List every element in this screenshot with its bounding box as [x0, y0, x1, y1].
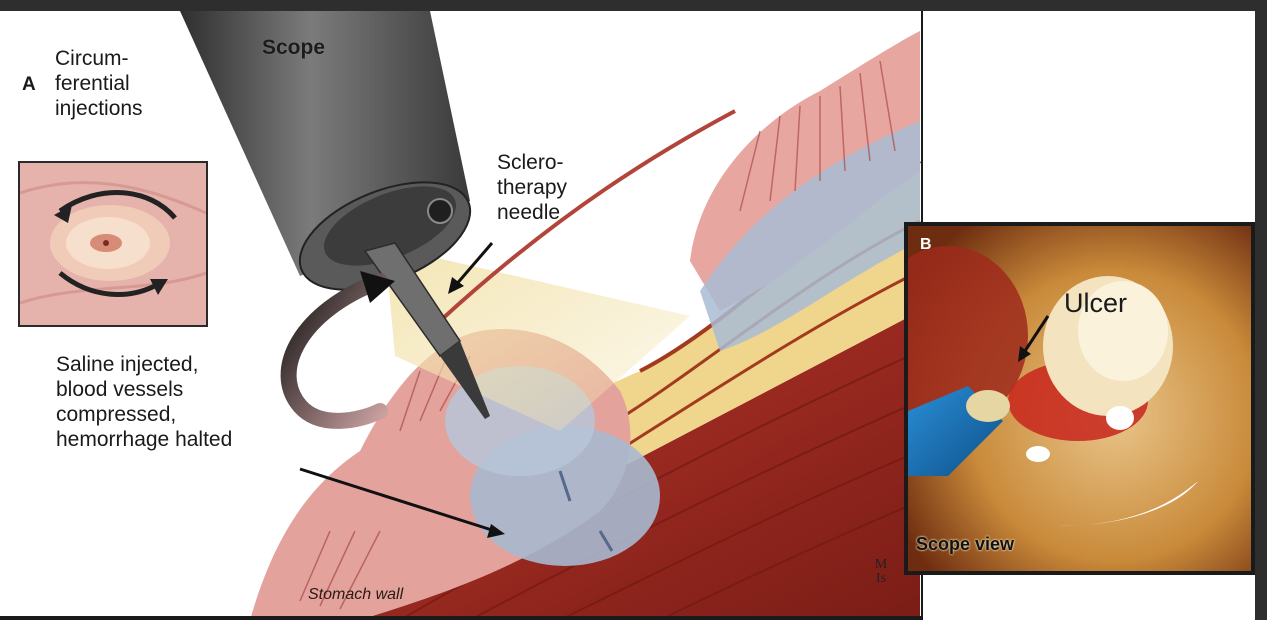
inset-scope-view: B Ulcer Scope view	[904, 222, 1255, 575]
rotation-arrow	[289, 281, 380, 421]
inset-circumferential-injections	[18, 161, 208, 327]
scope-view-photo	[908, 226, 1251, 571]
right-band	[1255, 11, 1267, 620]
panel-a-letter: A	[22, 74, 36, 95]
panel-a-caption: Circum- ferential injections	[55, 46, 143, 121]
artist-signature: M Is	[870, 558, 892, 586]
panel-b-letter: B	[920, 236, 932, 254]
ulcer-label: Ulcer	[1064, 288, 1127, 319]
top-bar	[0, 0, 1267, 11]
bottom-border	[0, 616, 923, 620]
needle-label: Sclero- therapy needle	[497, 150, 567, 225]
saline-label: Saline injected, blood vessels compresse…	[56, 352, 232, 452]
stomach-wall-label: Stomach wall	[308, 586, 403, 604]
injection-view-illustration	[20, 163, 206, 325]
panel-a-heading: A	[22, 46, 36, 97]
scope-view-label: Scope view	[916, 534, 1014, 555]
scope-label: Scope	[262, 36, 325, 60]
